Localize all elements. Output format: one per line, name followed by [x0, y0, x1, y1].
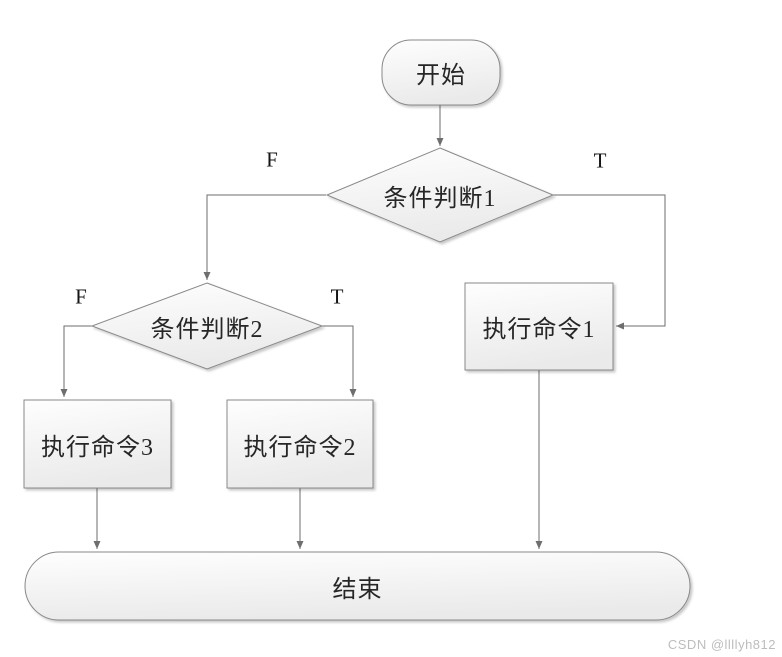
end-terminator-shape — [24, 551, 691, 621]
command2-process-shape — [226, 399, 374, 489]
edge-decision2-false-to-command3 — [60, 325, 93, 397]
decision2-diamond-shape — [90, 282, 324, 370]
start-terminator-shape — [381, 39, 501, 106]
edge-decision2-true-to-command2 — [321, 325, 357, 397]
command3-process-shape — [23, 399, 172, 489]
command1-process-shape — [464, 282, 614, 371]
edge-decision1-true-to-command1 — [552, 194, 666, 330]
edge-decision1-false-to-decision2 — [203, 194, 326, 280]
decision1-diamond-shape — [325, 147, 555, 243]
csdn-watermark: CSDN @llllyh812 — [667, 637, 776, 652]
